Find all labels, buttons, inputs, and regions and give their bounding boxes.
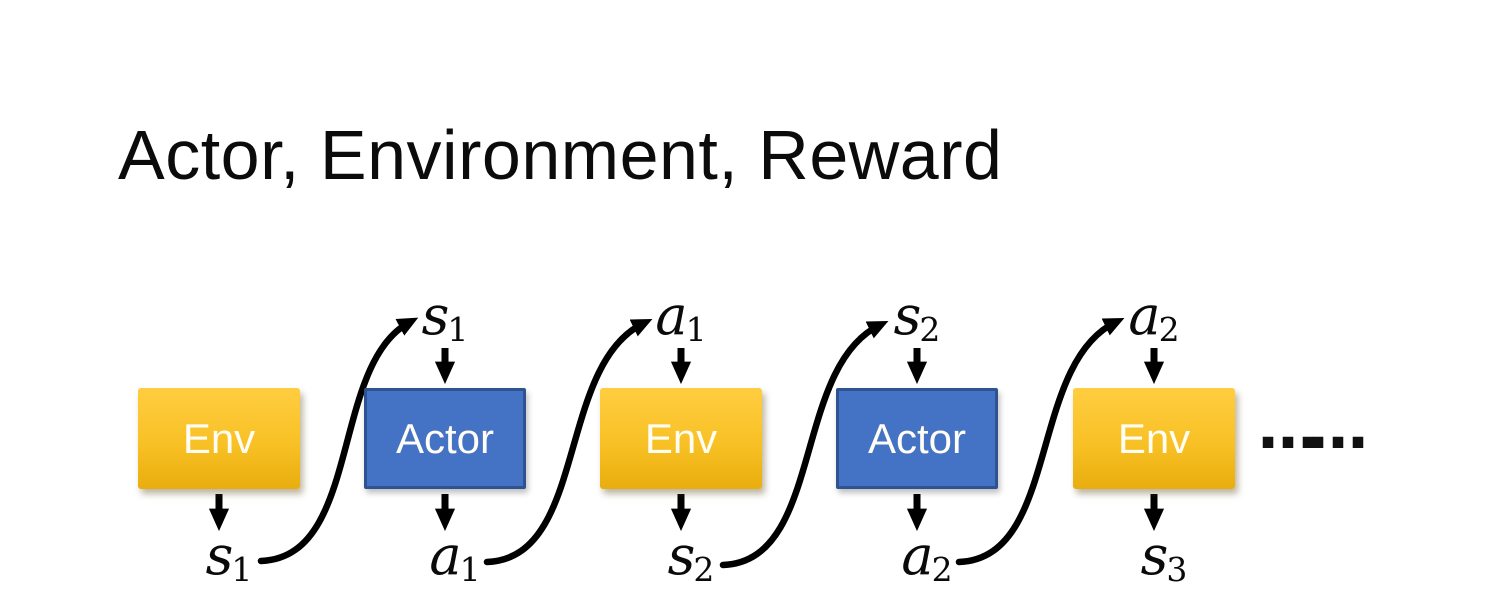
- math-letter: s: [667, 524, 696, 587]
- math-subscript: 2: [919, 310, 941, 350]
- actor-box-label: Actor: [867, 414, 967, 462]
- math-subscript: 1: [459, 550, 481, 590]
- math-subscript: 1: [447, 310, 469, 350]
- env-box-label: Env: [644, 414, 718, 462]
- math-subscript: 1: [231, 550, 253, 590]
- env-box-label: Env: [1117, 414, 1191, 462]
- env-box-2: Env: [600, 388, 762, 489]
- math-subscript: 2: [1158, 310, 1180, 350]
- math-subscript: 2: [931, 550, 953, 590]
- state-label-s2-bottom: s2: [631, 529, 751, 587]
- math-letter: s: [1140, 524, 1169, 587]
- env-box-1: Env: [138, 388, 300, 489]
- math-letter: a: [429, 524, 462, 587]
- env-box-3: Env: [1073, 388, 1235, 489]
- continuation-ellipsis: ……: [1258, 393, 1368, 463]
- math-letter: s: [421, 284, 450, 347]
- math-letter: a: [655, 284, 688, 347]
- env-box-label: Env: [182, 414, 256, 462]
- state-label-s1-top: s1: [385, 289, 505, 347]
- math-letter: a: [1128, 284, 1161, 347]
- math-letter: s: [205, 524, 234, 587]
- page-title: Actor, Environment, Reward: [118, 116, 1003, 194]
- math-letter: a: [901, 524, 934, 587]
- actor-box-label: Actor: [395, 414, 495, 462]
- actor-box-1: Actor: [364, 388, 526, 489]
- action-label-a1-top: a1: [621, 289, 741, 347]
- math-subscript: 2: [693, 550, 715, 590]
- state-label-s1-bottom: s1: [169, 529, 289, 587]
- state-label-s3-bottom: s3: [1104, 529, 1224, 587]
- action-label-a1-bottom: a1: [395, 529, 515, 587]
- actor-box-2: Actor: [836, 388, 998, 489]
- math-letter: s: [893, 284, 922, 347]
- action-label-a2-top: a2: [1094, 289, 1214, 347]
- math-subscript: 3: [1166, 550, 1188, 590]
- state-label-s2-top: s2: [857, 289, 977, 347]
- action-label-a2-bottom: a2: [867, 529, 987, 587]
- math-subscript: 1: [685, 310, 707, 350]
